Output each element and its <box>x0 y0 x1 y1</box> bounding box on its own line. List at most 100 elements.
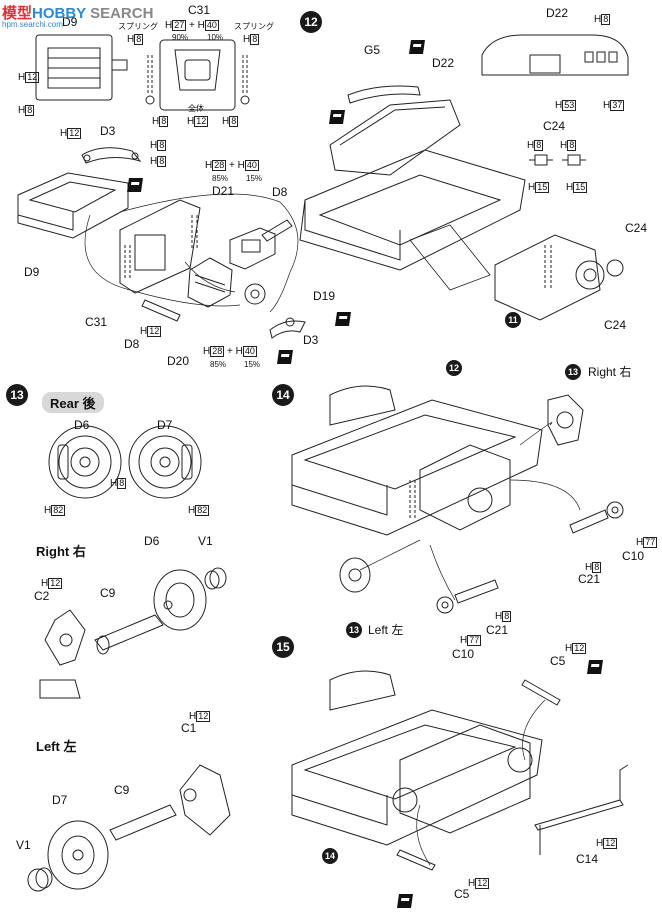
step-15-number: 15 <box>272 636 294 658</box>
label-c31-top: C31 <box>188 3 211 17</box>
cement-icon-2 <box>335 312 351 326</box>
c24-lamps-inset <box>529 155 586 165</box>
label-spring-left: スプリング <box>118 22 158 31</box>
h28b-box: 28 <box>210 346 225 357</box>
c31-rear-frame <box>146 40 249 110</box>
ref-step-14: 14 <box>322 848 338 864</box>
c9-axle-right <box>95 615 163 654</box>
ref-step-11: 11 <box>505 312 521 328</box>
label-d3: D3 <box>303 333 319 347</box>
ref-step-13-right: 13 <box>565 364 581 380</box>
d19-gear <box>245 284 265 304</box>
d22-upper-body <box>330 100 460 175</box>
label-c21: C21 <box>578 572 601 586</box>
step-14-number: 14 <box>272 384 294 406</box>
step11-guide-lines <box>85 194 298 312</box>
h77b-box: 77 <box>467 635 482 646</box>
label-d3-top: D3 <box>100 124 116 138</box>
pct90-text: 90% <box>172 33 189 42</box>
h8-d3a-box: 8 <box>157 140 167 151</box>
h12-c14-box: 12 <box>603 838 618 849</box>
d7-rear-wheel <box>129 426 201 498</box>
cement-icon-4 <box>409 40 425 54</box>
watermark: 模型HOBBY SEARCH <box>2 2 153 23</box>
label-c5: C5 <box>550 654 566 668</box>
h8-c31b-box: 8 <box>229 116 239 127</box>
c1-upright-left <box>180 765 230 835</box>
label-c1: C1 <box>181 721 197 735</box>
pct85-text: 85% <box>212 174 229 183</box>
label-left-14: Left 左 <box>368 623 404 637</box>
d9-grille-inset <box>36 35 127 100</box>
pct15b-text: 15% <box>244 360 261 369</box>
pct85b-text: 85% <box>210 360 227 369</box>
h8-c21b-box: 8 <box>502 611 512 622</box>
h8-spring-r-box: 8 <box>250 34 260 45</box>
h82b-box: 82 <box>195 505 210 516</box>
c2-upright-right <box>40 610 85 698</box>
label-d8-right: D8 <box>272 185 288 199</box>
label-d6: D6 <box>74 418 90 432</box>
h12-d8-box: 12 <box>147 326 162 337</box>
c21-c10-right <box>570 502 623 533</box>
label-c14: C14 <box>576 852 599 866</box>
step14-guide-lines <box>360 423 580 601</box>
h12-d3-box: 12 <box>67 128 82 139</box>
h40c-box: 40 <box>242 346 257 357</box>
label-d22: D22 <box>432 56 455 70</box>
h8-d9-box: 8 <box>25 105 35 116</box>
label-d7: D7 <box>157 418 173 432</box>
step14-chassis <box>292 386 542 535</box>
label-c24-inset: C24 <box>543 119 566 133</box>
h15b-box: 15 <box>573 182 588 193</box>
label-c24-right: C24 <box>625 221 648 235</box>
c21-c10-left <box>437 580 498 613</box>
label-d19: D19 <box>313 289 336 303</box>
v1-cap-right <box>205 568 226 589</box>
h8-c21-box: 8 <box>592 562 602 573</box>
d9-body-front <box>18 173 128 238</box>
h28-box: 28 <box>212 160 227 171</box>
label-c10-left: C10 <box>452 647 475 661</box>
pct15-text: 15% <box>246 174 263 183</box>
ref-step-12: 12 <box>446 360 462 376</box>
label-c2: C2 <box>34 589 50 603</box>
label-d8: D8 <box>124 337 140 351</box>
h12-d9-box: 12 <box>25 72 40 83</box>
label-d20: D20 <box>167 354 190 368</box>
d20-gearbox <box>188 258 232 307</box>
right-heading: Right 右 <box>36 544 86 559</box>
c31-frame-main <box>120 200 200 293</box>
d8-rod-left <box>142 300 180 321</box>
d22-inset-view <box>482 35 628 75</box>
step15-chassis <box>292 671 542 845</box>
label-d6-side: D6 <box>144 534 160 548</box>
step12-rear-assembly <box>495 235 623 320</box>
watermark-sub: hpm.searchi.com <box>2 20 63 29</box>
g5-bumper <box>348 86 420 103</box>
d21-differential <box>230 228 275 269</box>
c14-bar <box>535 765 628 855</box>
h40b-box: 40 <box>244 160 259 171</box>
label-d9-top: D9 <box>62 15 78 29</box>
d3-bracket-lower <box>270 318 305 338</box>
step-12-number: 12 <box>300 11 322 33</box>
step12-chassis <box>300 150 525 290</box>
d6-rear-wheel <box>49 426 121 498</box>
h8-c31a-box: 8 <box>159 116 169 127</box>
label-v1: V1 <box>198 534 213 548</box>
label-d21: D21 <box>212 184 235 198</box>
